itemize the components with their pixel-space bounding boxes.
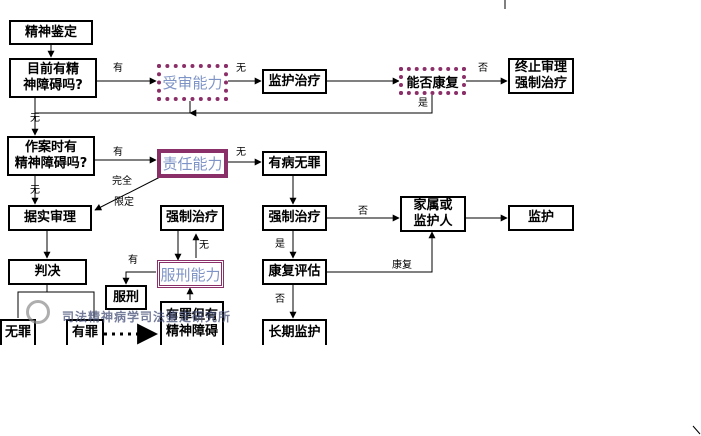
edge-judgment-split	[17, 285, 48, 318]
node-custody: 监护	[508, 205, 574, 231]
edge-label-no-3: 否	[275, 294, 285, 305]
edge-label-none-3: 无	[236, 147, 246, 158]
edge-label-has-2: 有	[113, 147, 123, 158]
node-guilty-with-disorder: 有罪但有 精神障碍	[160, 301, 224, 345]
node-rehab-assessment: 康复评估	[262, 259, 327, 285]
node-criminal-responsibility: 责任能力	[157, 149, 228, 178]
edge-judgment-to-guilty	[47, 291, 95, 318]
edge-rehab-recovered-to-family	[327, 231, 436, 273]
edge-label-none-2: 无	[30, 113, 40, 124]
node-trial-by-facts: 据实审理	[8, 205, 92, 231]
watermark-logo-icon	[26, 300, 50, 324]
edge-label-recovered: 康复	[392, 260, 412, 271]
node-guilty: 有罪	[66, 319, 104, 345]
node-trial-capacity: 受审能力	[157, 64, 228, 101]
edge-label-none-1: 无	[236, 63, 246, 74]
edge-label-has-3: 有	[128, 255, 138, 266]
node-recoverable: 能否康复	[399, 67, 466, 95]
node-serve-sentence: 服刑	[105, 285, 147, 310]
watermark-text: 司法精神病学司法鉴定研究所	[62, 310, 232, 324]
node-judgment: 判决	[8, 259, 87, 285]
node-sentence-capacity: 服刑能力	[157, 260, 224, 288]
edge-label-full: 完全	[112, 176, 132, 187]
edge-responsibility-to-facts	[94, 176, 161, 211]
edge-label-no-1: 否	[478, 63, 488, 74]
node-not-guilty: 无罪	[0, 319, 36, 345]
edge-label-yes-2: 是	[275, 239, 285, 250]
node-terminate-trial: 终止审理 强制治疗	[508, 58, 574, 94]
node-current-mental-disorder: 目前有精 神障碍吗?	[9, 58, 97, 98]
corner-tick-mark	[692, 425, 701, 435]
edge-sentence-capacity-to-serve	[122, 271, 156, 285]
node-family-or-guardian: 家属或 监护人	[400, 196, 466, 232]
node-long-term-custody: 长期监护	[262, 319, 327, 345]
edge-label-yes-1: 是	[418, 98, 428, 109]
node-compulsory-treatment-left: 强制治疗	[160, 205, 224, 231]
node-ill-not-guilty: 有病无罪	[262, 151, 327, 176]
node-compulsory-treatment-right: 强制治疗	[262, 205, 327, 231]
edge-label-limited: 限定	[114, 197, 134, 208]
node-psych-eval: 精神鉴定	[9, 20, 93, 45]
edge-label-none-4: 无	[30, 185, 40, 196]
node-custodial-treatment-1: 监护治疗	[262, 69, 327, 94]
node-mental-disorder-at-crime: 作案时有 精神障碍吗?	[7, 136, 95, 176]
edge-label-no-2: 否	[358, 206, 368, 217]
edge-recoverable-yes-back	[189, 95, 433, 117]
edge-label-has-1: 有	[113, 63, 123, 74]
edge-label-none-5: 无	[199, 240, 209, 251]
